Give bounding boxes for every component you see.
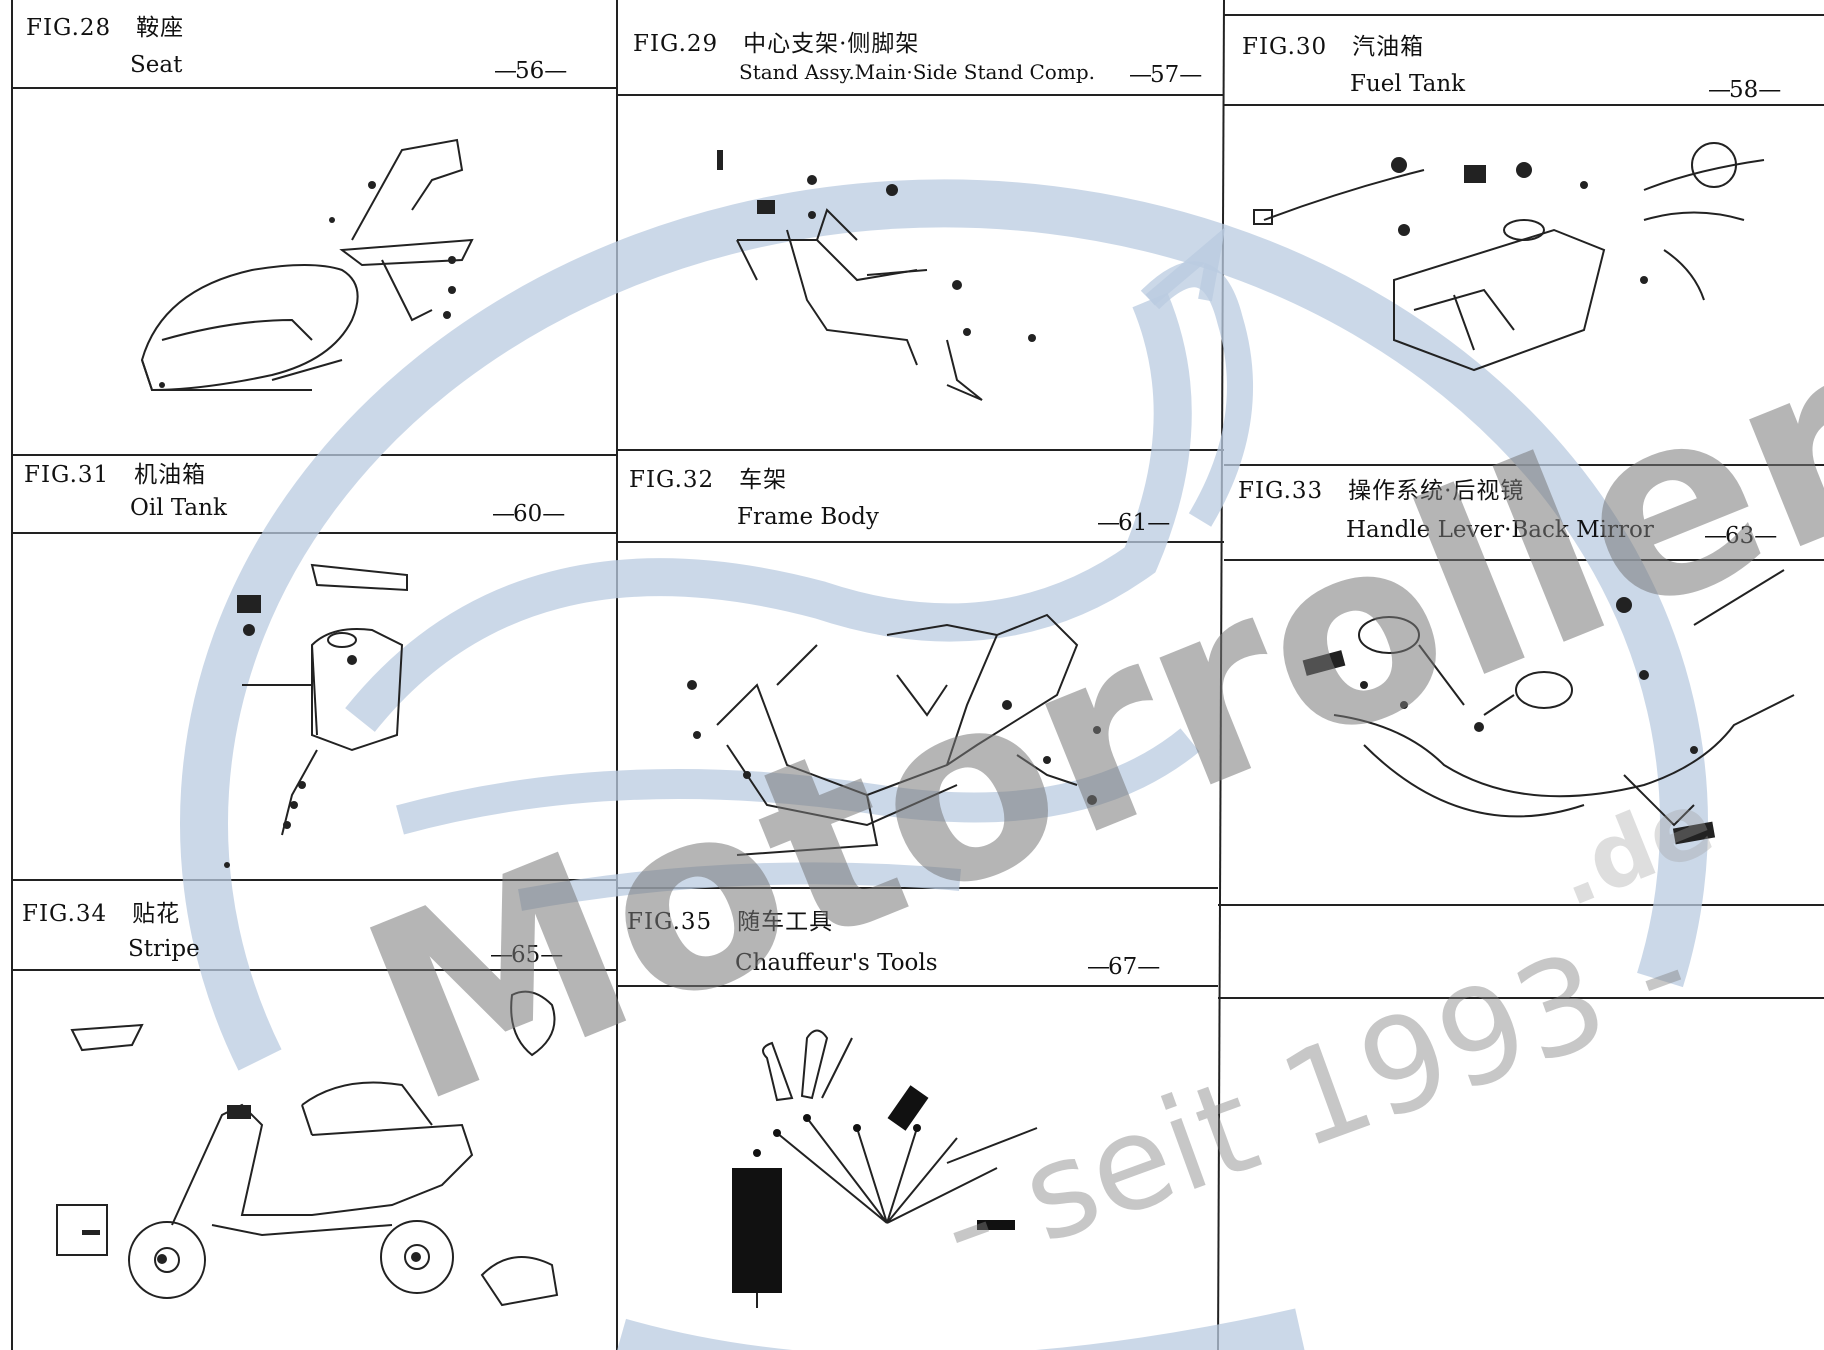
figure-title: Chauffeur's Tools [735, 950, 938, 976]
oil-tank-drawing [224, 563, 408, 868]
figure-cell-34[interactable]: FIG.34 贴花 Stripe —65— [12, 880, 617, 1350]
figure-cell-28[interactable]: FIG.28 鞍座 Seat —56— [12, 0, 617, 455]
figure-cell-32[interactable]: FIG.32 车架 Frame Body —61— [617, 450, 1224, 888]
figure-title: Oil Tank [130, 495, 227, 521]
figure-number: FIG.28 鞍座 [26, 15, 185, 41]
figure-number: FIG.34 贴花 [22, 901, 181, 927]
page-number: —67— [1087, 954, 1160, 980]
figure-title: Seat [130, 52, 183, 78]
stripe-drawing [56, 990, 559, 1307]
figure-title: Handle Lever·Back Mirror [1346, 517, 1654, 543]
figure-title: Fuel Tank [1350, 71, 1466, 97]
page-number: —56— [494, 58, 567, 84]
page-number: —58— [1708, 77, 1781, 103]
seat-drawing [140, 138, 474, 392]
figure-number: FIG.30 汽油箱 [1242, 34, 1425, 60]
figure-number: FIG.32 车架 [629, 467, 788, 493]
figure-number: FIG.33 操作系统·后视镜 [1238, 478, 1525, 504]
frame-body-drawing [687, 613, 1101, 856]
tools-drawing [732, 1029, 1038, 1308]
figure-cell-35[interactable]: FIG.35 随车工具 Chauffeur's Tools —67— [617, 888, 1218, 1350]
page-number: —57— [1129, 62, 1202, 88]
stand-assembly-drawing [717, 150, 1036, 401]
figure-title: Frame Body [737, 504, 879, 530]
fuel-tank-drawing [1253, 142, 1765, 372]
page-number: —63— [1704, 523, 1777, 549]
page-number: —61— [1097, 510, 1170, 536]
figure-title: Stand Assy.Main·Side Stand Comp. [739, 60, 1095, 84]
handle-lever-mirror-drawing [1302, 569, 1795, 845]
figure-cell-30[interactable]: FIG.30 汽油箱 Fuel Tank —58— [1224, 15, 1824, 465]
figure-number: FIG.35 随车工具 [627, 909, 834, 935]
figure-number: FIG.31 机油箱 [24, 462, 207, 488]
figure-number: FIG.29 中心支架·侧脚架 [633, 31, 920, 57]
figure-title: Stripe [128, 936, 200, 962]
empty-cell [1218, 905, 1824, 1350]
figure-cell-29[interactable]: FIG.29 中心支架·侧脚架 Stand Assy.Main·Side Sta… [617, 0, 1224, 450]
page-number: —60— [492, 501, 565, 527]
figure-cell-31[interactable]: FIG.31 机油箱 Oil Tank —60— [12, 455, 617, 880]
page-number: —65— [490, 942, 563, 968]
figure-cell-33[interactable]: FIG.33 操作系统·后视镜 Handle Lever·Back Mirror… [1224, 465, 1824, 905]
